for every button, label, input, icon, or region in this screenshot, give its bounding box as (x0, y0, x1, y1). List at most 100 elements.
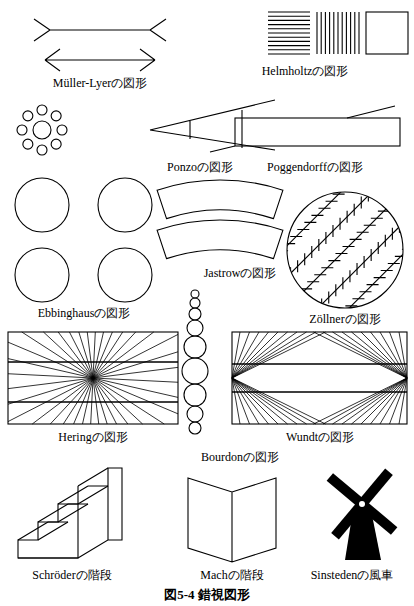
stripe-line (342, 12, 343, 54)
hatch-line (325, 232, 326, 244)
hatch-line (300, 288, 312, 289)
ray-line (93, 378, 164, 424)
bourdon-circle (184, 384, 206, 406)
hatch-line (350, 239, 362, 240)
fan-line (314, 332, 408, 378)
hatch-line (304, 253, 305, 265)
stripe-line (354, 12, 355, 54)
ray-line (58, 332, 93, 378)
ray-line (93, 332, 123, 378)
ray-line (87, 332, 93, 378)
hatch-line (388, 263, 400, 264)
ray-line (93, 378, 178, 414)
stripe-line (268, 20, 310, 21)
figure-label: Sinstedenの風車 (311, 568, 394, 583)
bourdon-figure (182, 290, 208, 434)
hatch-line (385, 203, 397, 204)
ray-line (63, 378, 93, 424)
hatch-line (367, 284, 379, 285)
figure-label: Heringの図形 (58, 430, 127, 445)
ray-line (8, 342, 93, 378)
context-circle (37, 105, 47, 115)
stripe-line (333, 12, 334, 54)
fan-line (342, 332, 407, 378)
hatch-line (297, 229, 309, 230)
fan-line (361, 378, 407, 424)
fan-line (232, 378, 297, 424)
stripe-line (350, 12, 351, 54)
hatch-line (276, 250, 288, 251)
hatch-line (280, 215, 281, 227)
hatch-line (304, 222, 316, 223)
figure-label: Jastrowの図形 (204, 266, 277, 281)
hatch-line (409, 273, 410, 285)
stripe-line (268, 41, 310, 42)
poggendorff-figure (210, 106, 400, 152)
hatch-line (395, 287, 396, 299)
hatch-line (283, 274, 284, 286)
fan-line (232, 378, 316, 424)
fan-line (232, 332, 307, 378)
ray-line (93, 378, 99, 424)
context-circle (23, 139, 33, 149)
hatch-line (392, 228, 393, 240)
fan-line (232, 332, 278, 378)
ray-line (79, 332, 93, 378)
hatch-line (345, 305, 357, 306)
hatch-line (290, 267, 291, 279)
figure-label: Ebbinghausの図形 (38, 306, 131, 321)
hatch-line (406, 214, 407, 226)
stripe-line (268, 16, 310, 17)
hatch-line (323, 173, 324, 185)
hatch-line (273, 222, 274, 234)
stripe-line (325, 12, 326, 54)
helmholtz-figure (268, 12, 408, 54)
stripe-line (268, 53, 310, 54)
hatch-line (347, 211, 348, 223)
stripe-line (316, 12, 317, 54)
context-circle (37, 145, 47, 155)
context-circle (23, 111, 33, 121)
ray-line (93, 378, 178, 382)
hatch-line (287, 208, 288, 220)
hatch-line (245, 250, 246, 262)
figure-label: Ponzoの図形 (167, 160, 233, 175)
ray-line (93, 378, 107, 424)
hatch-line (318, 208, 330, 209)
ray-line (8, 378, 93, 422)
bourdon-circle (191, 290, 199, 298)
ray-line (93, 367, 178, 378)
bourdon-circle (187, 406, 203, 422)
hatch-line (333, 194, 345, 195)
fan-line (232, 378, 307, 424)
hering-figure (8, 332, 178, 424)
stripe-line (268, 24, 310, 25)
fan-line (333, 378, 408, 424)
stripe-line (337, 12, 338, 54)
parallel-line (273, 178, 386, 291)
hatch-line (259, 236, 260, 248)
fan-line (232, 332, 326, 378)
fan-line (371, 332, 408, 378)
fan-line (361, 332, 407, 378)
stripe-line (268, 49, 310, 50)
context-circle (51, 139, 61, 149)
sinsteden-windmill (327, 469, 398, 560)
parallel-line (335, 240, 414, 353)
context-circle (57, 125, 67, 135)
hatch-line (301, 194, 302, 206)
hatch-line (381, 270, 393, 271)
hatch-line (335, 284, 336, 296)
figure-label: Zöllnerの図形 (309, 312, 380, 327)
hatch-line (347, 179, 359, 180)
hatch-line (307, 281, 319, 282)
ray-line (93, 334, 178, 378)
context-circle (17, 125, 27, 135)
hatch-line (338, 344, 339, 356)
hatch-line (360, 291, 372, 292)
hatch-line (382, 175, 383, 187)
hatch-line (361, 197, 362, 209)
hatch-line (381, 301, 382, 313)
